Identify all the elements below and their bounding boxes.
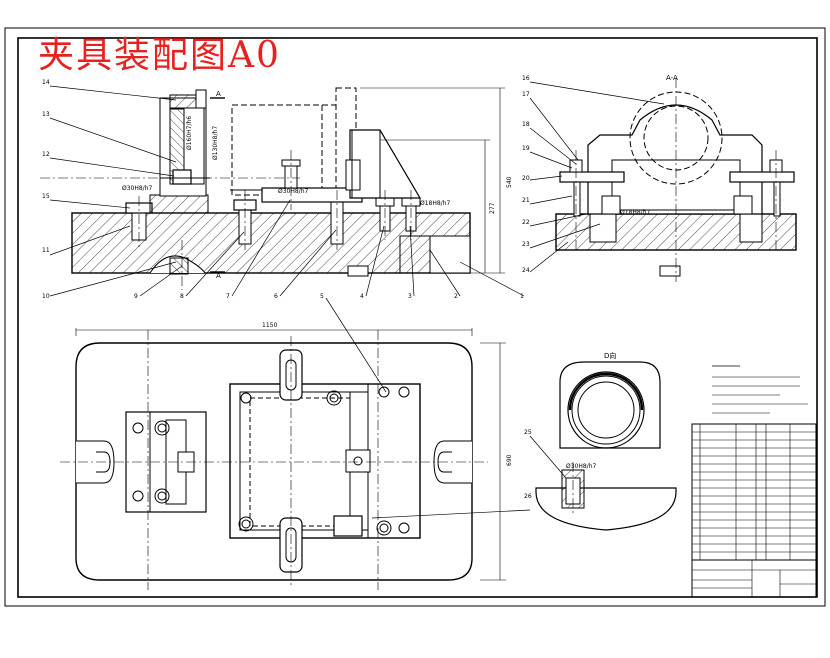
balloon-19: 19 [522, 145, 530, 152]
section-mark-a-bottom: A [216, 272, 221, 280]
dim-277: 277 [489, 202, 496, 214]
dim-mid: Ø30H8/h7 [278, 188, 309, 195]
d-view [529, 361, 677, 531]
dim-left: Ø30H8/h7 [122, 185, 153, 192]
balloon-12: 12 [42, 151, 50, 158]
balloon-2: 2 [454, 293, 458, 300]
leader-lines-front [49, 85, 525, 297]
balloon-4: 4 [360, 293, 364, 300]
title-block [691, 559, 817, 598]
drawing-title: 夹具装配图A0 [38, 35, 281, 76]
leader-lines-top [325, 297, 531, 519]
section-labels: A A A-A D向 [216, 74, 678, 360]
balloon-21: 21 [522, 197, 530, 204]
dim-1150: 1150 [262, 322, 277, 329]
section-mark-a-top: A [216, 90, 221, 98]
balloon-3: 3 [408, 293, 412, 300]
balloon-14: 14 [42, 79, 50, 86]
balloon-23: 23 [522, 241, 530, 248]
outer-frame [4, 27, 826, 607]
section-view [555, 78, 797, 282]
dim-detail: Ø30H8/h7 [566, 463, 597, 470]
balloon-7: 7 [226, 293, 230, 300]
balloon-18: 18 [522, 121, 530, 128]
front-view [40, 87, 505, 290]
balloon-10: 10 [42, 293, 50, 300]
dim-right: Ø18H8/h7 [420, 200, 451, 207]
inner-frame [17, 37, 818, 598]
dim-540: 540 [506, 176, 513, 188]
section-view-title: A-A [666, 74, 678, 82]
technical-notes [712, 365, 808, 414]
balloon-24: 24 [522, 267, 530, 274]
dim-side: Ø18H8/h7 [620, 209, 651, 216]
balloon-20: 20 [522, 175, 530, 182]
balloon-25: 25 [524, 429, 532, 436]
leader-lines-section [529, 81, 665, 273]
balloon-26: 26 [524, 493, 532, 500]
balloon-5: 5 [320, 293, 324, 300]
balloon-11: 11 [42, 247, 50, 254]
dim-690: 690 [506, 454, 513, 466]
balloon-17: 17 [522, 91, 530, 98]
dimension-labels: Ø160H7/h6 Ø130H8/h7 Ø30H8/h7 Ø30H8/h7 Ø1… [122, 116, 651, 470]
balloon-15: 15 [42, 193, 50, 200]
balloon-6: 6 [274, 293, 278, 300]
dim-top-2: Ø130H8/h7 [212, 126, 219, 160]
d-view-title: D向 [604, 351, 616, 360]
parts-list [691, 423, 817, 561]
balloon-13: 13 [42, 111, 50, 118]
balloon-9: 9 [134, 293, 138, 300]
dim-top-1: Ø160H7/h6 [186, 116, 193, 150]
top-view [60, 328, 506, 590]
balloon-8: 8 [180, 293, 184, 300]
balloon-1: 1 [520, 293, 524, 300]
balloon-22: 22 [522, 219, 530, 226]
balloon-16: 16 [522, 75, 530, 82]
